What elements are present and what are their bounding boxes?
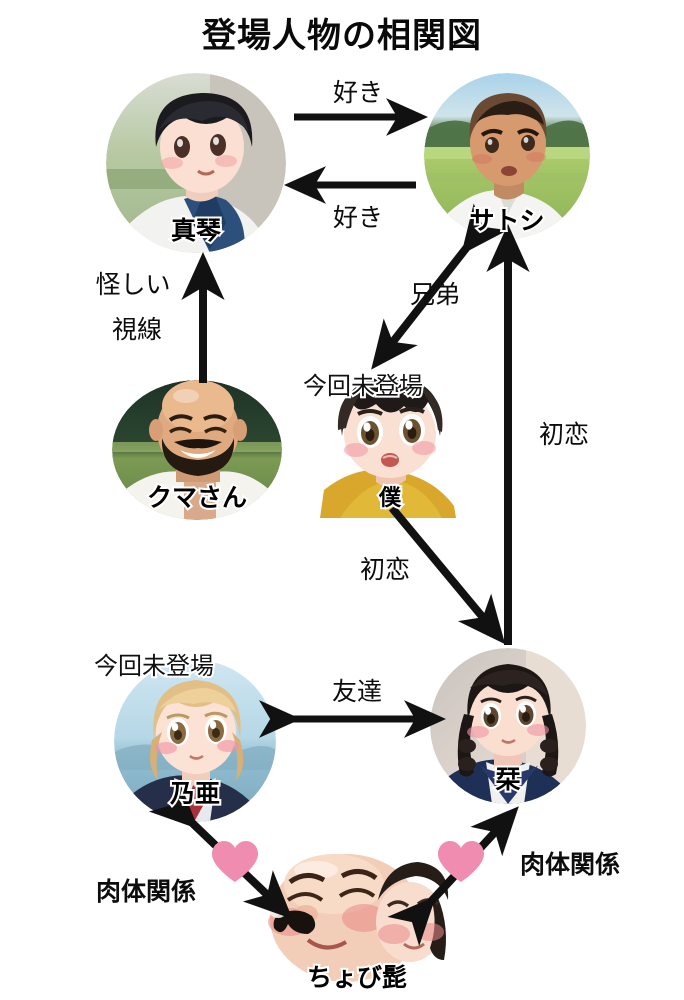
portrait-boku [300,358,480,518]
edge-label-satoshi-makoto: 好き [332,203,383,232]
note-boku-absent: 今回未登場 [301,370,425,402]
portrait-kuma [112,380,282,520]
portrait-makoto [106,73,286,253]
arrow-boku-to-shiori [388,505,506,645]
edge-label-chobihige-shiori: 肉体関係 [519,850,620,879]
edge-label-shiori-satoshi: 初恋 [538,420,589,449]
arrow-satoshi-boku-siblings [371,203,508,370]
character-name-boku: 僕 [377,484,403,513]
edge-label-kuma-makoto-line2: 視線 [111,315,162,344]
page-title: 登場人物の相関図 [202,16,482,56]
character-name-kuma: クマさん [145,481,249,514]
character-name-noa: 乃亜 [168,777,222,810]
edge-label-noa-shiori: 友達 [331,677,382,706]
edge-label-makoto-satoshi: 好き [332,78,383,107]
character-name-chobihige: ちょび髭 [305,961,409,994]
edge-label-boku-shiori: 初恋 [359,555,410,584]
character-node-shiori[interactable]: 栞 [430,648,586,804]
portrait-shiori [430,648,586,804]
edge-label-kuma-makoto-line1: 怪しい [95,270,171,299]
heart-icon-chobihige-shiori [438,841,484,882]
character-name-satoshi: サトシ [467,204,546,237]
character-name-shiori: 栞 [493,763,522,796]
character-name-makoto: 真琴 [169,214,223,247]
character-node-makoto[interactable]: 真琴 [106,73,286,253]
character-node-kuma[interactable]: クマさん [112,380,282,520]
note-noa-absent: 今回未登場 [92,650,216,682]
character-node-boku[interactable]: 僕 [300,358,480,518]
heart-icon-noa-chobihige [212,841,258,882]
edge-label-noa-chobihige: 肉体関係 [95,877,196,906]
edge-label-satoshi-boku: 兄弟 [409,280,460,309]
